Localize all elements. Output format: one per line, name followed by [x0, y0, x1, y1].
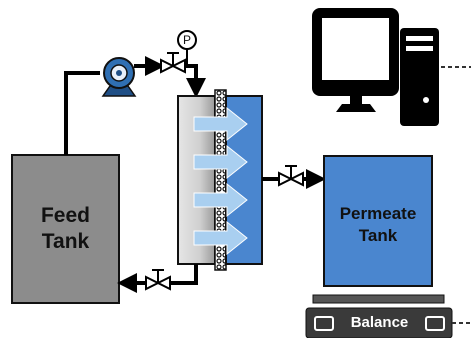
desktop-computer-icon: [312, 8, 439, 126]
feed-tank-label-line2: Tank: [41, 230, 90, 253]
flow-arrow-icon: [193, 182, 248, 218]
pressure-gauge-symbol: P: [182, 33, 191, 47]
balance-button-left: [314, 316, 334, 331]
feed-to-pump-pipe: [64, 71, 100, 155]
permeate-tank: [323, 155, 433, 287]
balance-plate: [312, 294, 445, 304]
feed-tank-label-line1: Feed: [40, 204, 90, 227]
flow-arrow-icon: [193, 106, 248, 142]
flow-arrow-icon: [193, 220, 248, 256]
feed-tank: [11, 154, 120, 304]
permeate-tank-label-line2: Tank: [358, 226, 398, 245]
permeate-tank-label: Permeate Tank: [324, 203, 432, 247]
feed-tank-label: Feed Tank: [12, 203, 119, 255]
needle-valve-icon: [278, 165, 304, 187]
flow-arrow-icon: [193, 144, 248, 180]
permeate-tank-label-line1: Permeate: [339, 204, 417, 223]
retentate-return-pipe: [170, 264, 198, 285]
balance-label: Balance: [350, 314, 409, 331]
flow-arrows: [193, 106, 248, 256]
centrifugal-pump-icon: [101, 57, 137, 97]
needle-valve-icon: [145, 269, 171, 291]
valve-to-module-pipe: [185, 64, 206, 98]
needle-valve-icon: [160, 52, 186, 74]
balance-button-right: [425, 316, 445, 331]
pressure-gauge-icon: [177, 30, 197, 66]
